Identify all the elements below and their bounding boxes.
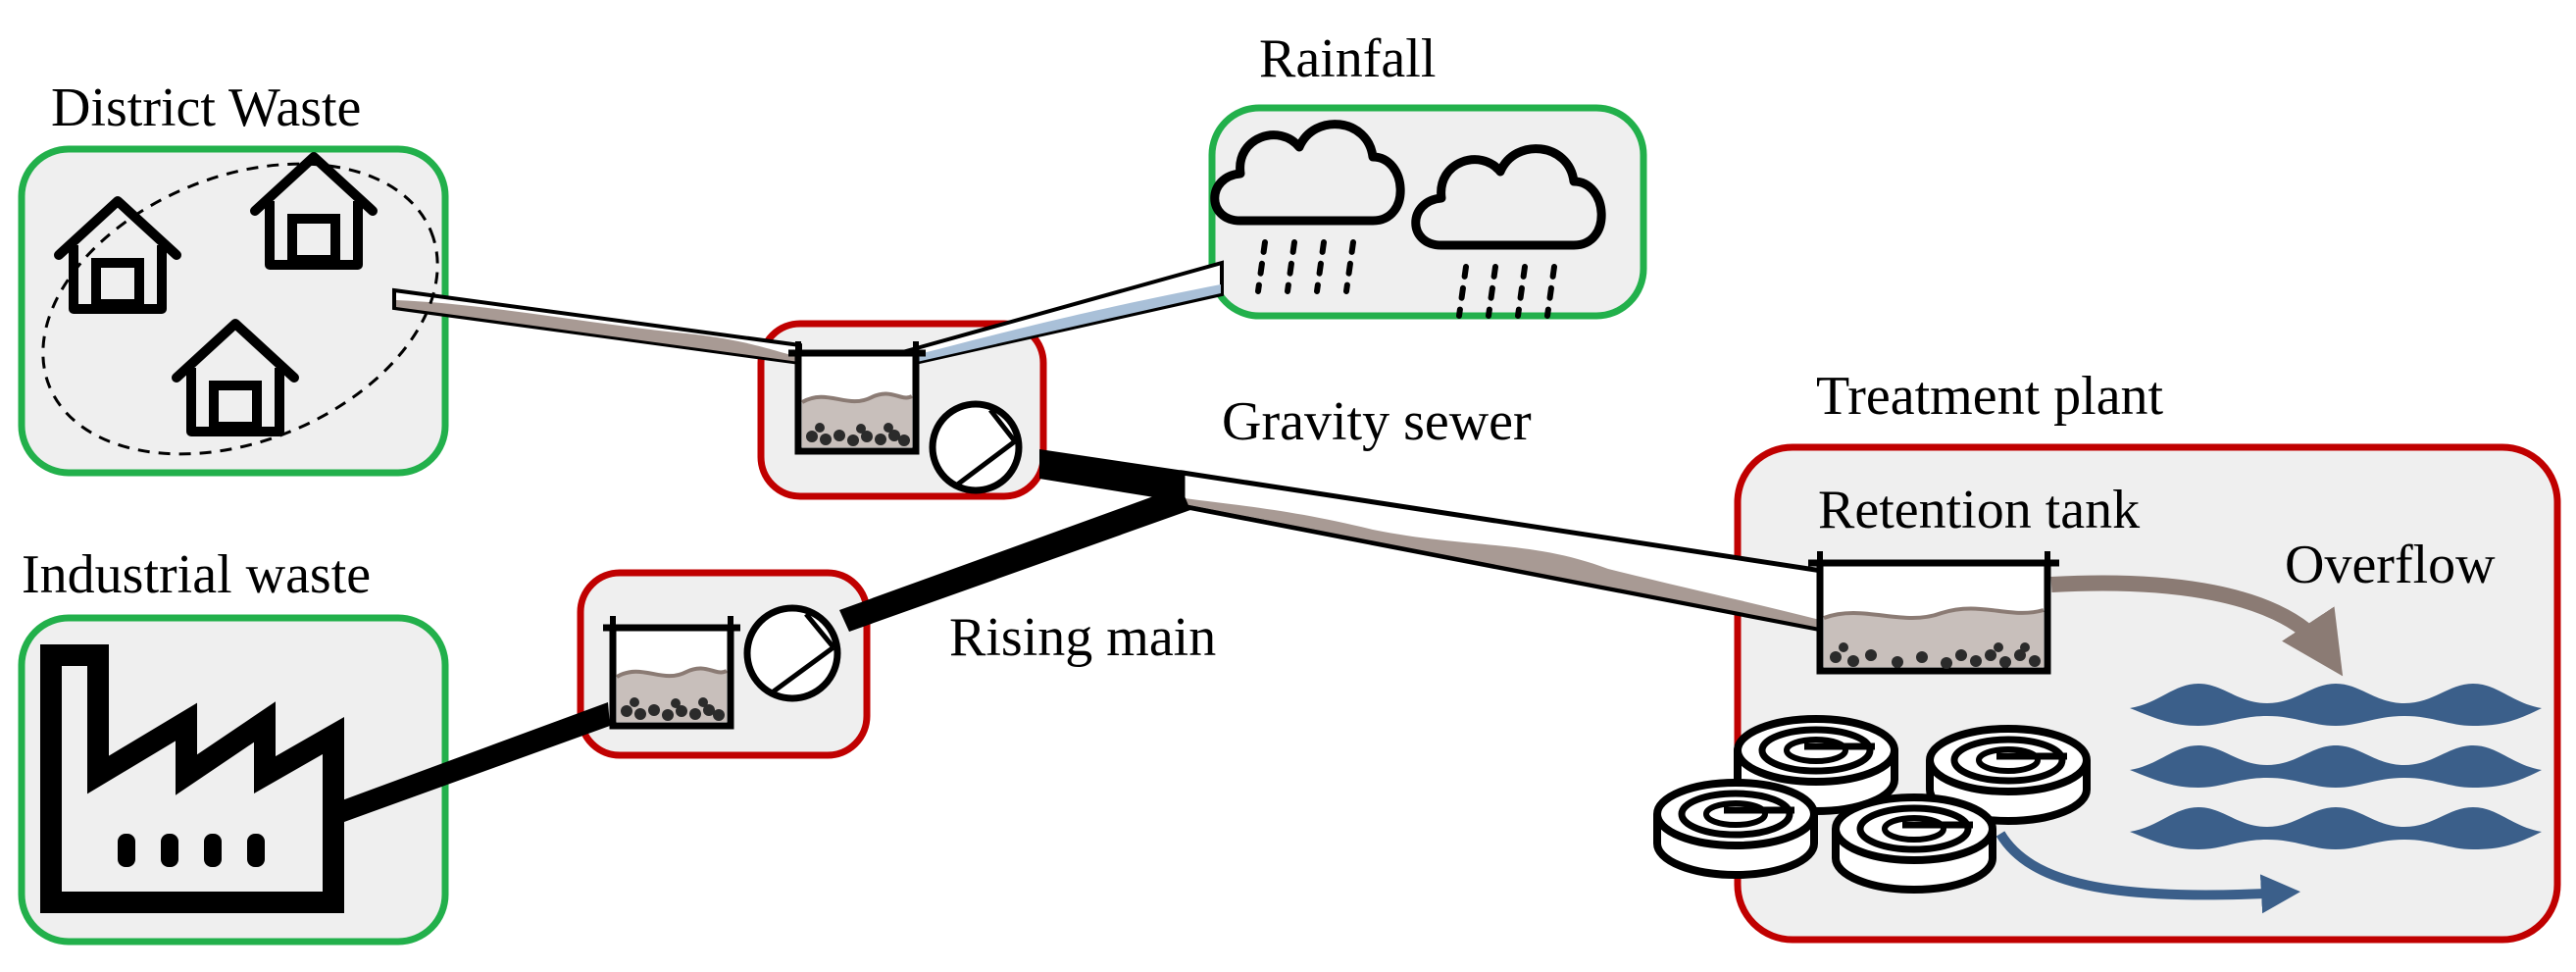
district-boundary: [41, 162, 439, 456]
district-sewer-pipe: [392, 287, 802, 366]
treatment-plant-label: Treatment plant: [1816, 366, 2164, 427]
pump2-rising-main: [839, 486, 1190, 632]
overflow-label: Overflow: [2285, 535, 2496, 595]
pump-icon: [743, 604, 841, 702]
pump1-rising-main: [1039, 449, 1185, 502]
factory-icon: [40, 644, 344, 913]
overflow-arrow: [2050, 575, 2344, 677]
retention-tank-icon: [1808, 551, 2059, 675]
wet-well-tank-icon: [788, 341, 926, 451]
wave-icon: [2130, 807, 2542, 849]
clarifier-icon: [1836, 797, 1993, 890]
wave-icon: [2130, 745, 2542, 788]
wet-well-tank-icon: [603, 616, 740, 726]
industrial-waste-label: Industrial waste: [22, 544, 371, 605]
rainfall-sewer-pipe: [904, 260, 1224, 368]
gravity-sewer-label: Gravity sewer: [1222, 391, 1532, 452]
district-waste-label: District Waste: [51, 77, 361, 138]
gravity-sewer-pipe: [1180, 470, 1825, 634]
rainfall-label: Rainfall: [1259, 28, 1436, 89]
retention-tank-label: Retention tank: [1818, 480, 2140, 540]
clarifier-icon: [1657, 783, 1814, 875]
rising-main-label: Rising main: [949, 607, 1216, 668]
effluent-arrow: [1995, 831, 2300, 914]
pump-icon: [929, 400, 1023, 494]
industrial-rising-main: [331, 702, 610, 826]
wave-icon: [2130, 684, 2542, 726]
